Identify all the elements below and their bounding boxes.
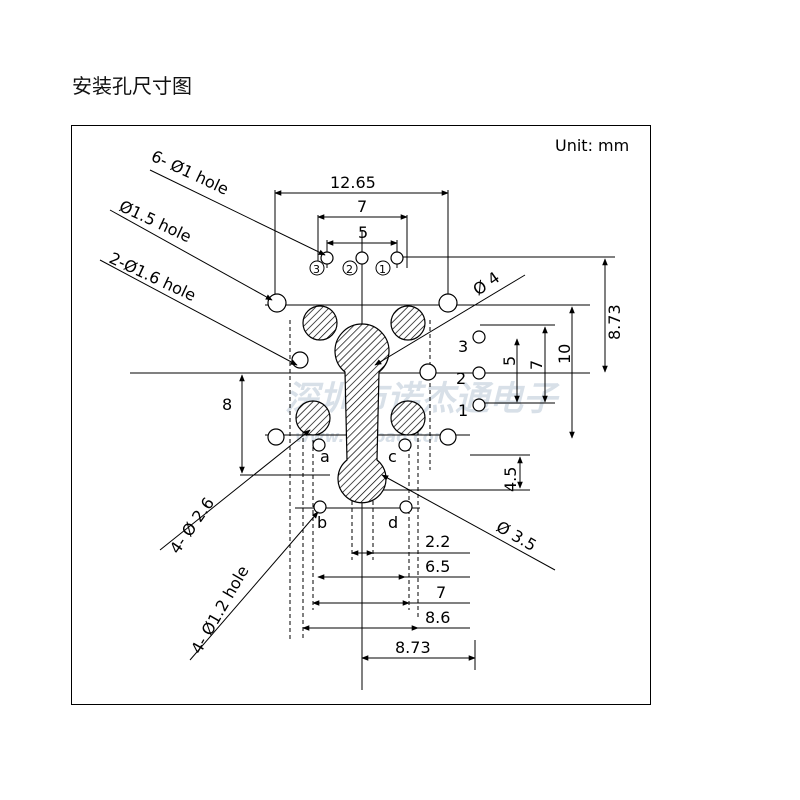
circled-pin-3: 3 [313, 263, 320, 276]
leader-lines [99, 169, 556, 661]
dim-8-left: 8 [222, 395, 232, 414]
pin-c: c [388, 447, 397, 466]
hole-d26-bottom-left [295, 400, 331, 436]
small-holes [267, 251, 486, 514]
dim-2-2: 2.2 [425, 532, 450, 551]
circled-pin-1: 1 [379, 263, 386, 276]
circled-pin-2: 2 [346, 263, 353, 276]
callout-d15-hole: Ø1.5 hole [116, 196, 194, 246]
dim-6-5: 6.5 [425, 557, 450, 576]
dimension-lines [239, 190, 608, 661]
dim-8-6: 8.6 [425, 608, 450, 627]
callout-6-d1-hole: 6- Ø1 hole [148, 146, 231, 198]
dim-8-73-right: 8.73 [605, 304, 624, 340]
hole-d26-top-left [302, 305, 338, 341]
callout-d4: Ø 4 [469, 268, 503, 300]
unit-label: Unit: mm [555, 136, 630, 155]
dim-8-73-bottom: 8.73 [395, 638, 431, 657]
drawing-frame [71, 125, 651, 705]
dim-7-right: 7 [527, 360, 546, 370]
dim-7-bottom: 7 [436, 583, 446, 602]
pin-3: 3 [458, 337, 468, 356]
pin-2: 2 [456, 369, 466, 388]
hidden-lines [289, 320, 431, 640]
callout-4-d26: 4- Ø 2.6 [166, 494, 218, 557]
pin-a: a [320, 447, 330, 466]
hole-d26-top-right [390, 305, 426, 341]
callout-4-d12-hole: 4- Ø1.2 hole [187, 562, 253, 657]
hatched-holes [295, 305, 426, 504]
dim-5-right: 5 [500, 356, 519, 366]
pin-b: b [317, 513, 327, 532]
callout-2-d16-hole: 2-Ø1.6 hole [106, 248, 199, 305]
pin-1: 1 [458, 401, 468, 420]
dim-7-top: 7 [357, 197, 367, 216]
hole-d4-slot [334, 323, 390, 504]
hole-d26-bottom-right [390, 400, 426, 436]
dim-5-top: 5 [358, 223, 368, 242]
dim-4-5-right: 4.5 [501, 467, 520, 492]
pin-d: d [388, 513, 398, 532]
dim-10-right: 10 [555, 344, 574, 364]
page-title: 安装孔尺寸图 [72, 74, 192, 98]
dim-12-65: 12.65 [330, 173, 376, 192]
